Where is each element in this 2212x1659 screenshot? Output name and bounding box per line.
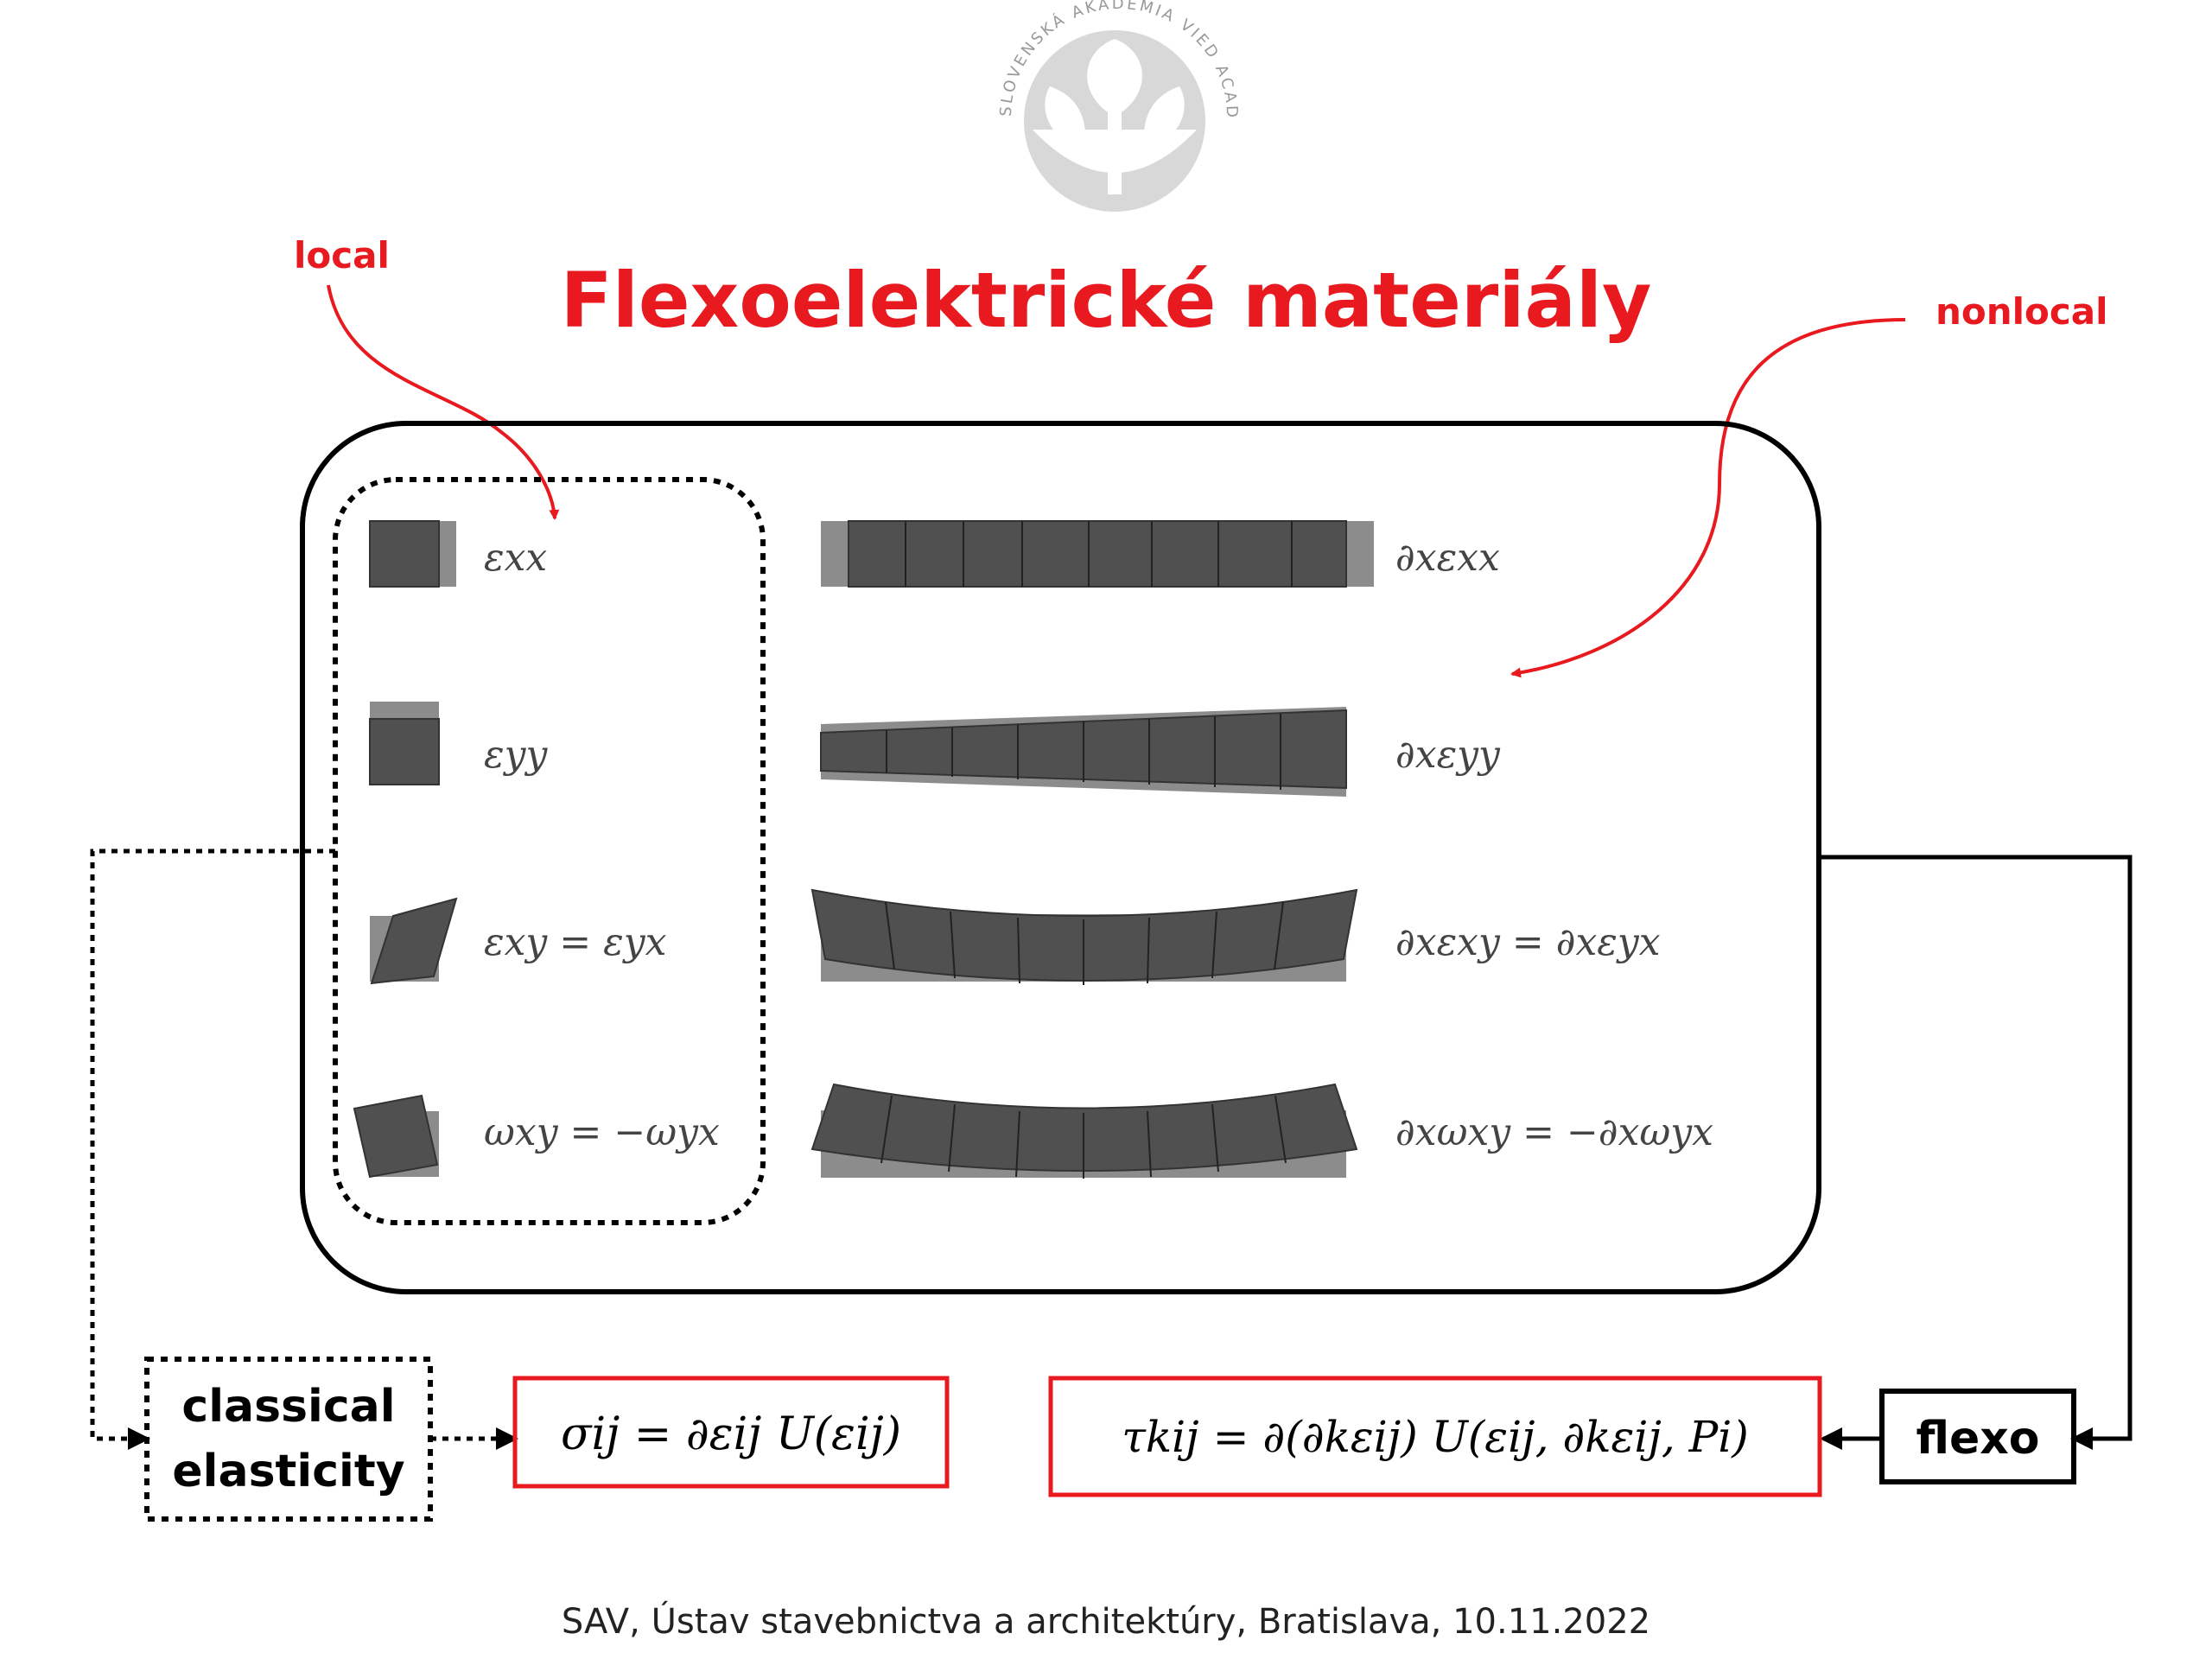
- local-shear-strain-label: εxy = εyx: [484, 920, 667, 964]
- container-to-flexo-connector: [1819, 855, 2133, 1450]
- sav-logo: SLOVENSKÁ AKADÉMIA VIED ACADEMIA SCIENTI…: [0, 0, 1238, 212]
- local-arrow: [327, 284, 560, 520]
- gradient-rotation-label: ∂xωxy = −∂xωyx: [1395, 1110, 1713, 1154]
- flexo-label: flexo: [1916, 1413, 2039, 1465]
- classical-label-line2: elasticity: [172, 1446, 404, 1497]
- classical-elasticity-box: [144, 1357, 433, 1522]
- flexo-box: [1879, 1389, 2076, 1484]
- local-strain-xx-glyph: [369, 520, 456, 588]
- higher-order-stress-equation: τkij = ∂(∂kεij) U(εij, ∂kεij, Pi): [1122, 1412, 1749, 1462]
- gradient-shear-strain-label: ∂xεxy = ∂xεyx: [1395, 920, 1661, 964]
- stress-equation: σij = ∂εij U(εij): [561, 1408, 901, 1460]
- gradient-strain-xx-label: ∂xεxx: [1395, 536, 1500, 580]
- footer-text: SAV, Ústav stavebnictva a architektúry, …: [562, 1600, 1650, 1642]
- gradient-strain-yy-label: ∂xεyy: [1395, 733, 1501, 777]
- local-annotation: local: [294, 234, 390, 276]
- local-rotation-glyph: [353, 1094, 439, 1179]
- nonlocal-arrow: [1510, 318, 1906, 678]
- page-title: Flexoelektrické materiály: [561, 256, 1652, 345]
- gradient-shear-strain-bar: [810, 888, 1358, 985]
- higher-order-stress-equation-box: [1048, 1376, 1822, 1497]
- stress-equation-box: [512, 1376, 950, 1489]
- classical-label-line1: classical: [181, 1381, 395, 1433]
- nonlocal-annotation: nonlocal: [1936, 290, 2108, 333]
- gradient-rotation-bar: [810, 1083, 1358, 1179]
- local-strain-yy-label: εyy: [484, 733, 548, 777]
- local-rotation-label: ωxy = −ωyx: [484, 1110, 720, 1154]
- gradient-strain-xx-bar: [821, 520, 1374, 588]
- local-to-classical-connector: [90, 849, 335, 1450]
- local-strain-yy-glyph: [369, 702, 440, 785]
- gradient-strain-yy-bar: [820, 707, 1347, 797]
- local-strain-xx-label: εxx: [484, 536, 547, 580]
- local-shear-strain-glyph: [370, 897, 458, 985]
